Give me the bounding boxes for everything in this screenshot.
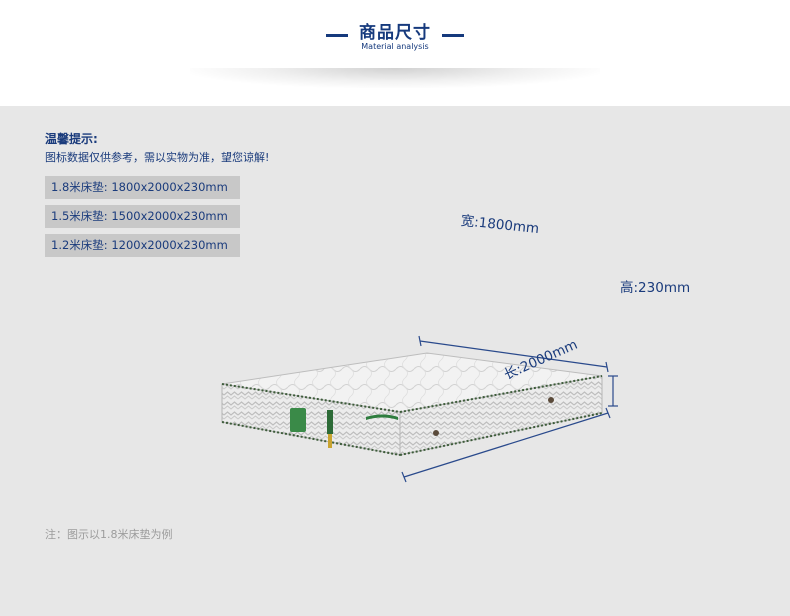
mattress-handle-left [433, 430, 439, 436]
height-dimension-label: 高:230mm [620, 280, 691, 296]
height-dimension-line [608, 375, 618, 407]
length-dimension-line [401, 407, 611, 483]
width-dimension-line [418, 335, 609, 373]
tip-text: 图标数据仅供参考，需以实物为准，望您谅解! [45, 151, 270, 164]
mattress-brand-label [290, 408, 398, 448]
size-label-1-2m: 1.2米床垫: 1200x2000x230mm [45, 234, 240, 257]
section-subtitle: Material analysis [361, 42, 429, 51]
section-header: 商品尺寸 Material analysis [0, 0, 790, 106]
header-shadow [190, 68, 600, 88]
mattress-handle-right [548, 397, 554, 403]
tip-title: 温馨提示: [45, 132, 98, 146]
size-label-1-5m: 1.5米床垫: 1500x2000x230mm [45, 205, 240, 228]
title-row: 商品尺寸 [0, 18, 790, 43]
title-dash-right [442, 34, 464, 37]
section-title: 商品尺寸 [359, 23, 431, 43]
footnote: 注：图示以1.8米床垫为例 [45, 528, 173, 541]
title-dash-left [326, 34, 348, 37]
size-label-1-8m: 1.8米床垫: 1800x2000x230mm [45, 176, 240, 199]
mattress-sides [221, 375, 603, 456]
